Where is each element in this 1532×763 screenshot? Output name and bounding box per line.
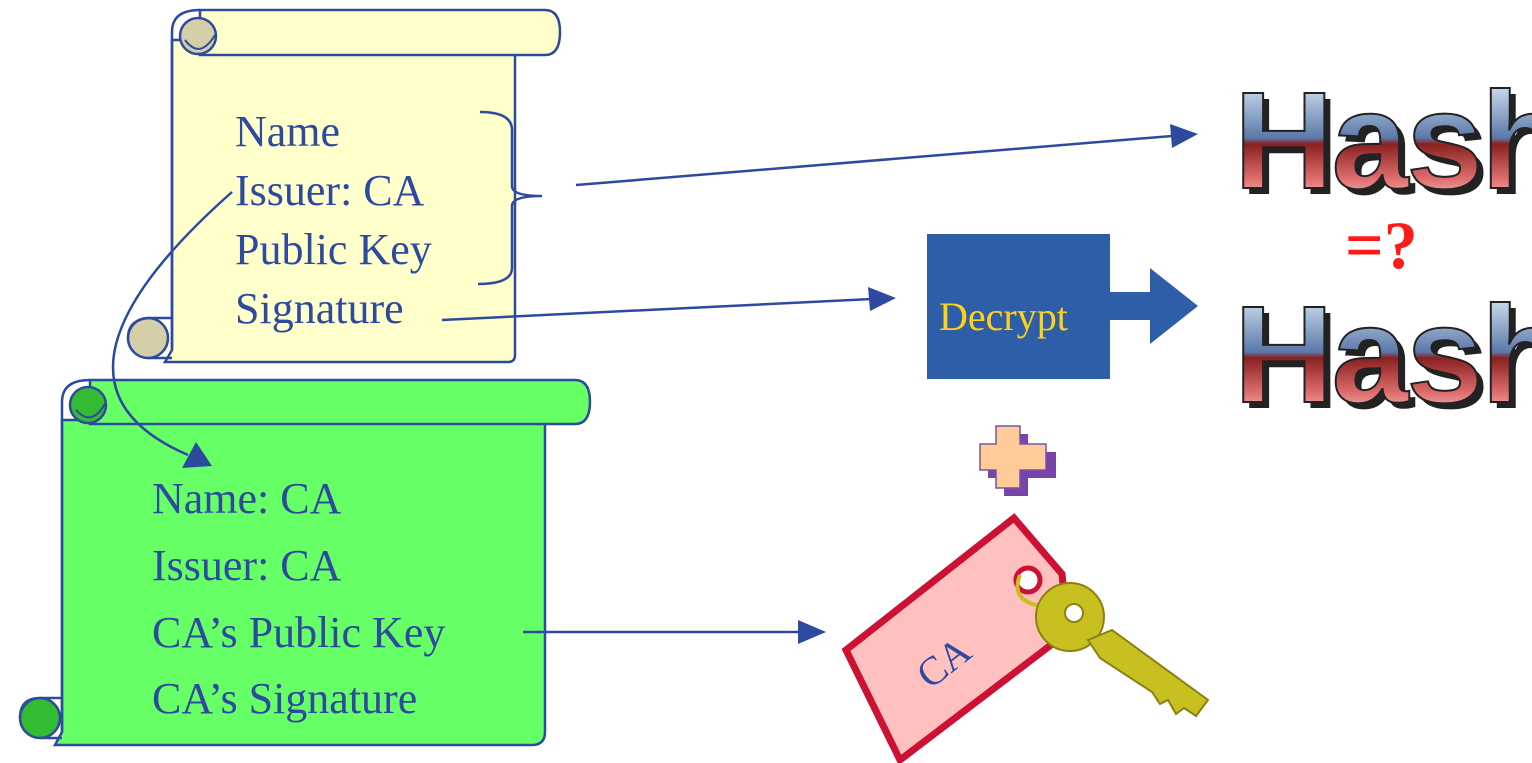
hash-bottom-shadow: Hash	[1240, 284, 1532, 438]
ca-cert-issuer: Issuer: CA	[152, 541, 342, 590]
tag-hole-icon	[1013, 565, 1043, 595]
scroll-curl-icon	[18, 696, 62, 740]
fields-to-hash-arrow	[575, 134, 1173, 187]
issuer-to-ca-arrow	[111, 191, 233, 457]
plus-icon	[979, 425, 1056, 496]
hash-top-label: Hash	[1234, 64, 1532, 218]
issuer-to-ca-arrowhead	[182, 442, 212, 468]
ca-key-tag: CA	[841, 513, 1072, 763]
fields-brace	[477, 110, 543, 286]
comparison-label: =?	[1345, 207, 1418, 283]
fields-to-hash-arrowhead	[1170, 124, 1198, 148]
ca-certificate-scroll: Name: CA Issuer: CA CA’s Public Key CA’s…	[18, 378, 592, 747]
hash-bottom-label: Hash	[1234, 278, 1532, 432]
decrypt-box: Decrypt	[927, 234, 1198, 379]
user-cert-signature: Signature	[235, 284, 404, 333]
ca-cert-public-key: CA’s Public Key	[152, 608, 445, 657]
user-cert-name: Name	[235, 107, 340, 156]
user-cert-public-key: Public Key	[235, 225, 432, 274]
decrypt-label: Decrypt	[939, 294, 1068, 339]
ca-cert-signature: CA’s Signature	[152, 674, 417, 723]
user-cert-issuer: Issuer: CA	[235, 166, 425, 215]
hash-bottom: Hash Hash	[1233, 277, 1532, 438]
user-certificate-scroll: Name Issuer: CA Public Key Signature	[126, 8, 562, 364]
hash-top-shadow: Hash	[1240, 70, 1532, 224]
signature-to-decrypt-arrowhead	[868, 287, 896, 311]
public-key-to-ca-key-arrowhead	[798, 620, 826, 644]
ca-cert-name: Name: CA	[152, 474, 342, 523]
hash-top: Hash Hash	[1233, 63, 1532, 224]
key-icon	[1015, 574, 1210, 718]
signature-to-decrypt-arrow	[441, 297, 873, 322]
decrypt-output-arrow	[1108, 268, 1198, 344]
